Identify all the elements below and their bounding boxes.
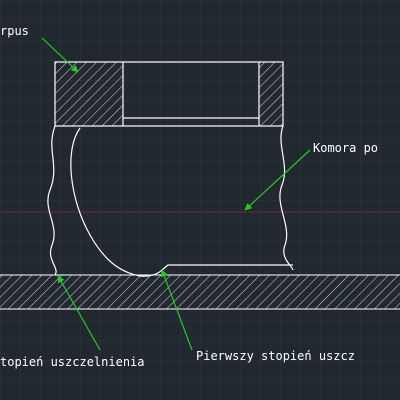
label-komora[interactable]: Komora po	[313, 141, 378, 155]
label-korpus[interactable]: rpus	[0, 24, 29, 38]
housing-right-hatch	[259, 62, 283, 126]
label-drugi-stopien[interactable]: topień uszczelnienia	[0, 355, 145, 369]
leader-drugi-stopien	[57, 275, 101, 351]
housing-left-hatch	[55, 62, 123, 126]
left-break-line	[47, 125, 57, 276]
leader-pierwszy-stopien	[160, 269, 193, 351]
housing-outline	[54, 61, 284, 127]
leader-komora	[244, 149, 311, 211]
right-break-line	[279, 125, 294, 271]
leader-korpus	[41, 37, 79, 73]
label-pierwszy-stopien[interactable]: Pierwszy stopień uszcz	[196, 349, 355, 363]
chamber-contour	[70, 127, 293, 277]
